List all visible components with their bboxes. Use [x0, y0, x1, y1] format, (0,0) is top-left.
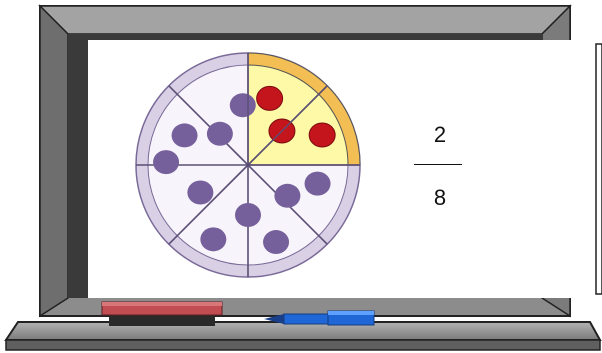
- topping: [274, 184, 300, 208]
- fraction-denominator: 8: [405, 185, 475, 211]
- topping: [172, 123, 198, 147]
- fraction-bar: [414, 164, 462, 165]
- topping: [235, 203, 261, 227]
- topping: [305, 172, 331, 196]
- topping: [200, 227, 226, 251]
- topping: [230, 93, 256, 117]
- marker-tray: [6, 322, 600, 350]
- topping: [153, 150, 179, 174]
- pizza-diagram: [136, 53, 360, 277]
- fraction-numerator: 2: [405, 122, 475, 148]
- whiteboard-right-edge: [596, 44, 602, 294]
- whiteboard-eraser-icon[interactable]: [102, 302, 222, 326]
- pepperoni-topping: [309, 123, 335, 147]
- topping: [207, 122, 233, 146]
- topping: [263, 230, 289, 254]
- topping: [187, 181, 213, 205]
- pepperoni-topping: [257, 86, 283, 110]
